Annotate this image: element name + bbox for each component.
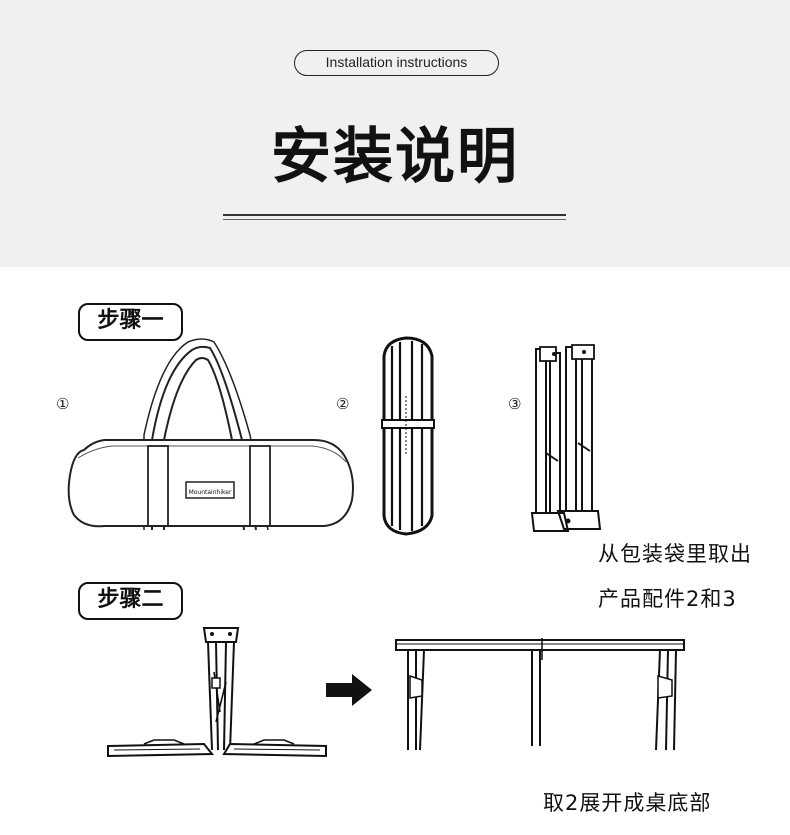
folded-frame-icon	[530, 344, 602, 532]
step-one-caption-line-1: 从包装袋里取出	[598, 542, 752, 566]
item-number-1: ①	[56, 395, 70, 413]
step-one-badge: 步骤一	[78, 303, 183, 341]
step-two-badge: 步骤二	[78, 582, 183, 620]
bag-brand-label: Mountainhiker	[189, 489, 232, 496]
carry-bag-icon: Mountainhiker	[67, 338, 354, 531]
arrow-right-icon	[326, 674, 372, 706]
step-one-caption-line-2: 产品配件2和3	[598, 587, 737, 611]
page-title: 安装说明	[271, 122, 519, 192]
table-frame-icon	[395, 638, 685, 751]
item-number-3: ③	[508, 395, 522, 413]
title-divider-top	[223, 214, 566, 216]
header-banner: Installation instructions 安装说明	[0, 0, 790, 267]
step-two-caption: 取2展开成桌底部	[543, 791, 712, 815]
installation-pill-label: Installation instructions	[294, 50, 499, 76]
rolled-tabletop-icon	[381, 336, 435, 536]
title-divider-bottom	[223, 219, 566, 220]
item-number-2: ②	[336, 395, 350, 413]
folded-leg-frame-icon	[107, 627, 327, 758]
